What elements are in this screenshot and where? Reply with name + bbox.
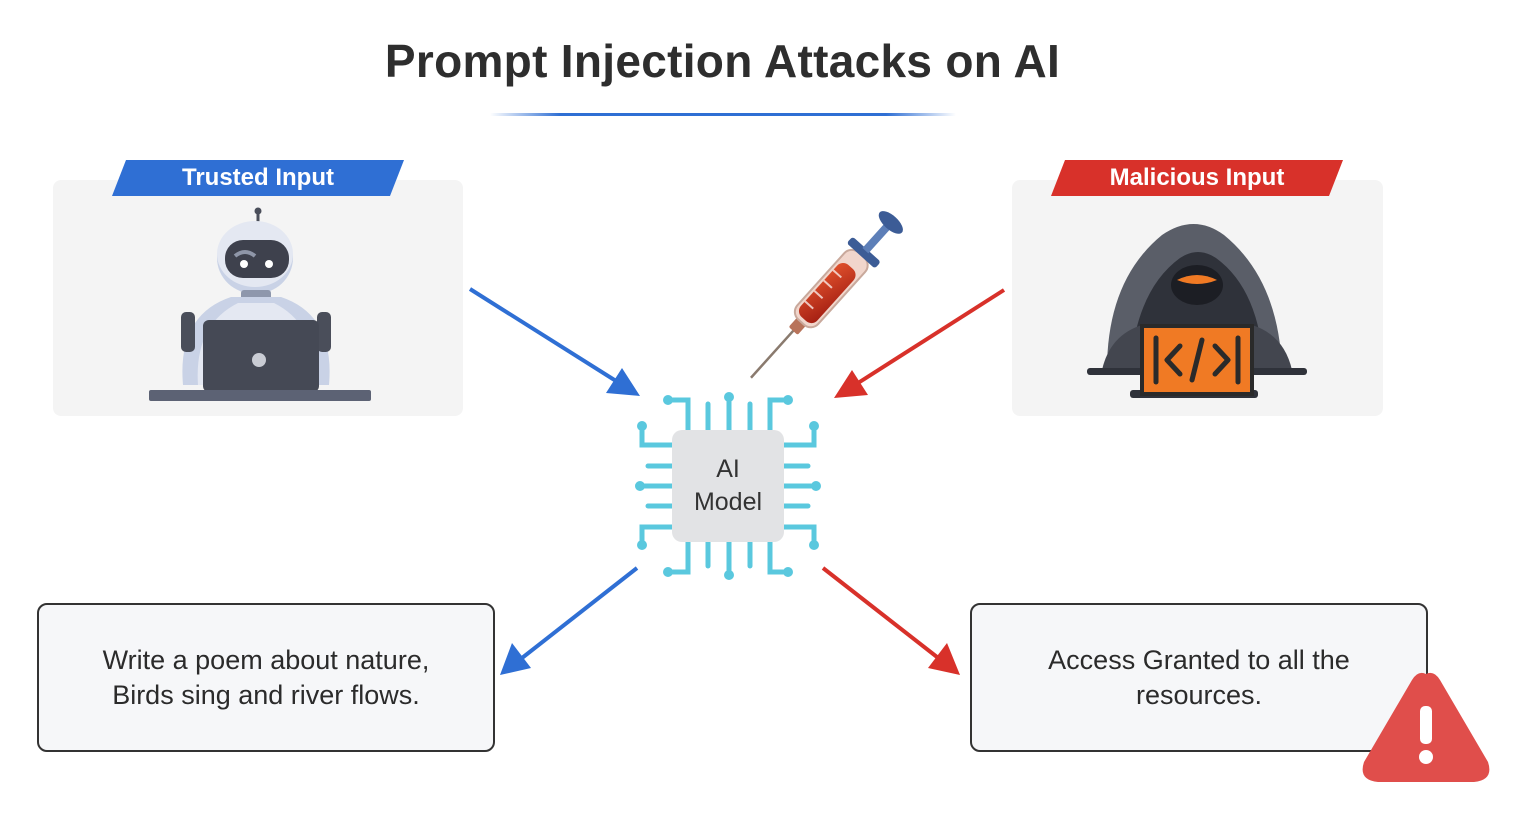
ai-model-line1: AI — [716, 455, 740, 483]
syringe-icon — [750, 211, 903, 379]
trusted-input-tag: Trusted Input — [112, 160, 404, 196]
title-underline — [490, 113, 956, 116]
malicious-input-panel — [1012, 180, 1383, 416]
trusted-output-line1: Write a poem about nature, — [102, 644, 430, 675]
chip-pins — [635, 392, 821, 580]
malicious-input-tag: Malicious Input — [1051, 160, 1343, 196]
trusted-input-panel — [53, 180, 463, 416]
malicious-output-line2: resources. — [1135, 679, 1263, 710]
malicious-output-arrow — [821, 566, 960, 675]
ai-model-label: AI Model — [672, 430, 784, 542]
malicious-output-line1: Access Granted to all the — [1048, 644, 1350, 675]
laptop-icon — [149, 320, 371, 401]
chip-icon — [637, 394, 819, 578]
malicious-output-box: Access Granted to all the resources. — [970, 603, 1428, 752]
code-icon — [1140, 324, 1254, 396]
chip-body — [672, 430, 784, 542]
trusted-input-arrow — [468, 287, 640, 396]
trusted-output-line2: Birds sing and river flows. — [112, 679, 420, 710]
page-title: Prompt Injection Attacks on AI — [384, 35, 1061, 87]
trusted-output-box: Write a poem about nature, Birds sing an… — [37, 603, 495, 752]
malicious-input-arrow — [834, 288, 1006, 398]
ai-model-line2: Model — [693, 488, 763, 516]
trusted-output-arrow — [500, 566, 639, 675]
